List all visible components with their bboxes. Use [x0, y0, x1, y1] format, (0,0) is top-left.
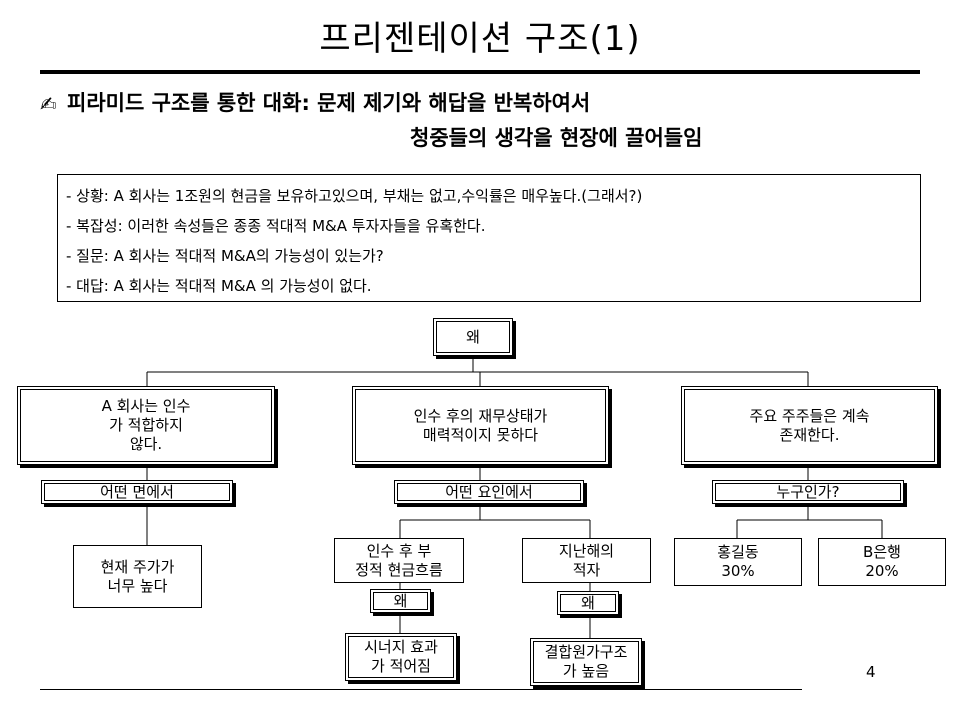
level3-label-b: 결합원가구조 가 높음 [544, 643, 628, 680]
level1-label-mid: 인수 후의 재무상태가 매력적이지 못하다 [413, 406, 548, 444]
question-node-right: 누구인가? [712, 480, 904, 504]
title-rule [40, 70, 920, 74]
question-node-left: 어떤 면에서 [41, 480, 233, 504]
level1-label-left: A 회사는 인수 가 적합하지 않다. [101, 397, 191, 453]
why-label-a: 왜 [393, 591, 408, 610]
bullet-question: - 질문: A 회사는 적대적 M&A의 가능성이 있는가? [66, 247, 384, 265]
tree-root-label: 왜 [466, 327, 480, 346]
level2-label-mid-a: 인수 후 부 정적 현금흐름 [355, 541, 443, 579]
level1-node-right: 주요 주주들은 계속 존재한다. [681, 386, 938, 465]
bullet-complication: - 복잡성: 이러한 속성들은 종종 적대적 M&A 투자자들을 유혹한다. [66, 217, 486, 235]
subtitle-line-2: 청중들의 생각을 현장에 끌어들임 [410, 126, 703, 150]
level1-label-right: 주요 주주들은 계속 존재한다. [749, 406, 870, 444]
level3-label-a: 시너지 효과 가 적어짐 [364, 638, 438, 675]
question-label-right: 누구인가? [776, 482, 840, 501]
subtitle-line-1: 피라미드 구조를 통한 대화: 문제 제기와 해답을 반복하여서 [67, 91, 591, 115]
question-label-mid: 어떤 요인에서 [445, 482, 533, 501]
level2-node-mid-a: 인수 후 부 정적 현금흐름 [334, 538, 464, 583]
level3-node-a: 시너지 효과 가 적어짐 [345, 633, 457, 681]
footer-rule [40, 689, 802, 690]
writing-hand-icon: ✍ [40, 92, 57, 116]
level2-node-right-a: 홍길동 30% [674, 538, 802, 586]
question-node-mid: 어떤 요인에서 [394, 480, 584, 504]
bullet-situation: - 상황: A 회사는 1조원의 현금을 보유하고있으며, 부채는 없고,수익률… [66, 187, 643, 205]
level2-node-left: 현재 주가가 너무 높다 [73, 545, 202, 608]
level1-node-left: A 회사는 인수 가 적합하지 않다. [17, 386, 275, 465]
level2-label-right-b: B은행 20% [863, 543, 901, 580]
page-number: 4 [866, 663, 876, 681]
level2-label-left: 현재 주가가 너무 높다 [100, 557, 175, 595]
level1-node-mid: 인수 후의 재무상태가 매력적이지 못하다 [352, 386, 609, 465]
why-node-b: 왜 [557, 591, 619, 615]
level2-label-mid-b: 지난해의 적자 [558, 541, 615, 579]
level3-node-b: 결합원가구조 가 높음 [530, 638, 642, 686]
question-label-left: 어떤 면에서 [100, 482, 174, 501]
why-label-b: 왜 [581, 593, 595, 612]
level2-node-right-b: B은행 20% [818, 538, 946, 586]
why-node-a: 왜 [370, 589, 431, 613]
situation-box: - 상황: A 회사는 1조원의 현금을 보유하고있으며, 부채는 없고,수익률… [57, 174, 921, 302]
page-title: 프리젠테이션 구조(1) [319, 19, 641, 59]
level2-label-right-a: 홍길동 30% [717, 543, 759, 580]
level2-node-mid-b: 지난해의 적자 [522, 538, 651, 583]
bullet-answer: - 대답: A 회사는 적대적 M&A 의 가능성이 없다. [66, 277, 372, 295]
tree-root-node: 왜 [433, 318, 513, 356]
